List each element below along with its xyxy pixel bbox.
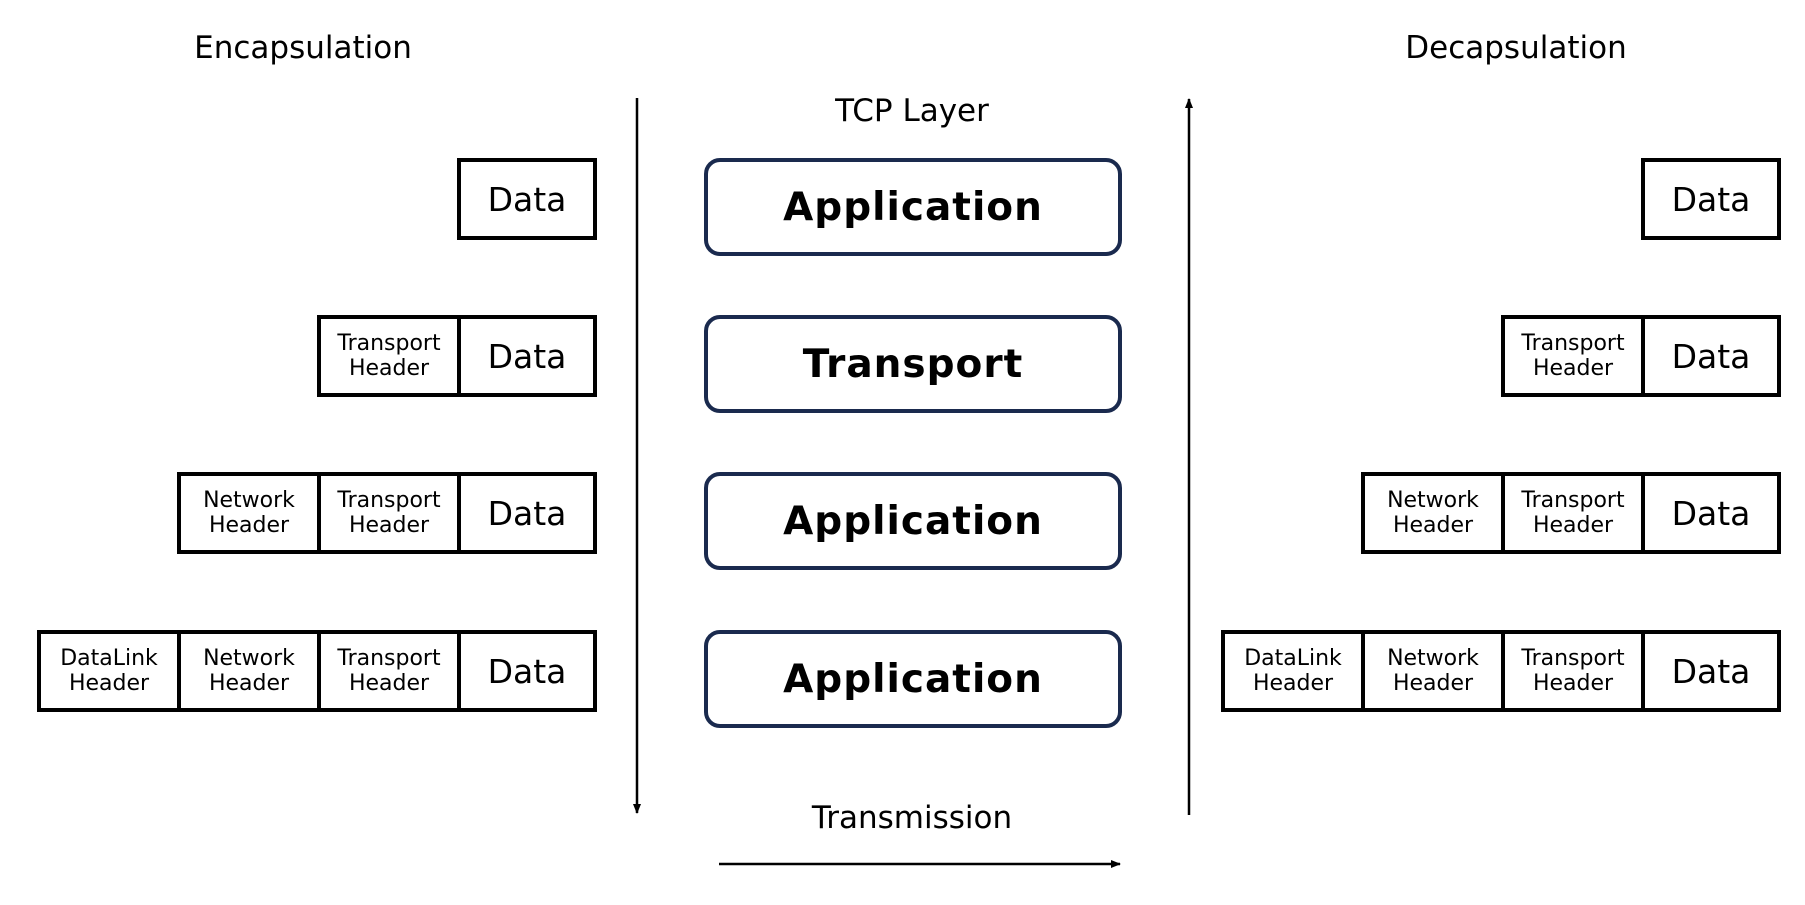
layer-box-transport-2: Transport xyxy=(704,315,1122,413)
cell-text-line: Data xyxy=(1671,651,1751,691)
encapsulation-row-3-data-cell: Data xyxy=(457,472,597,554)
cell-text-line: Network xyxy=(1387,487,1479,513)
cell-text-line: Data xyxy=(487,179,567,219)
cell-text-line: Data xyxy=(487,493,567,533)
encapsulation-row-1-data-cell: Data xyxy=(457,158,597,240)
encapsulation-row-4-data-cell: Data xyxy=(457,630,597,712)
cell-text-line: Data xyxy=(1671,179,1751,219)
layer-box-application-4: Application xyxy=(704,630,1122,728)
cell-text-line: Header xyxy=(1392,671,1474,696)
layer-box-application-3: Application xyxy=(704,472,1122,570)
cell-text-line: Data xyxy=(1671,336,1751,376)
cell-text-line: Transport xyxy=(337,487,441,513)
cell-text-line: Header xyxy=(1532,513,1614,538)
cell-text-line: Header xyxy=(208,513,290,538)
cell-text-line: Header xyxy=(1392,513,1474,538)
cell-text-line: Header xyxy=(348,356,430,381)
decapsulation-row-3-data-cell: Data xyxy=(1641,472,1781,554)
tcp-layer-title: TCP Layer xyxy=(835,93,989,129)
cell-text-line: Header xyxy=(68,671,150,696)
cell-text-line: Header xyxy=(348,513,430,538)
decapsulation-title: Decapsulation xyxy=(1405,30,1627,66)
cell-text-line: Data xyxy=(487,336,567,376)
cell-text-line: Header xyxy=(1252,671,1334,696)
cell-text-line: Transport xyxy=(1521,330,1625,356)
cell-text-line: Header xyxy=(1532,671,1614,696)
cell-text-line: DataLink xyxy=(1244,645,1342,671)
cell-text-line: Transport xyxy=(337,330,441,356)
decapsulation-row-1-data-cell: Data xyxy=(1641,158,1781,240)
cell-text-line: Header xyxy=(208,671,290,696)
cell-text-line: Data xyxy=(487,651,567,691)
cell-text-line: Network xyxy=(203,487,295,513)
cell-text-line: Network xyxy=(203,645,295,671)
encapsulation-title: Encapsulation xyxy=(194,30,412,66)
cell-text-line: Data xyxy=(1671,493,1751,533)
transmission-label: Transmission xyxy=(811,800,1013,836)
cell-text-line: Network xyxy=(1387,645,1479,671)
decapsulation-row-2-data-cell: Data xyxy=(1641,315,1781,397)
cell-text-line: Transport xyxy=(1521,645,1625,671)
decapsulation-row-4-data-cell: Data xyxy=(1641,630,1781,712)
cell-text-line: Header xyxy=(348,671,430,696)
encapsulation-row-2-data-cell: Data xyxy=(457,315,597,397)
layer-box-application-1: Application xyxy=(704,158,1122,256)
cell-text-line: Header xyxy=(1532,356,1614,381)
cell-text-line: Transport xyxy=(1521,487,1625,513)
cell-text-line: Transport xyxy=(337,645,441,671)
cell-text-line: DataLink xyxy=(60,645,158,671)
